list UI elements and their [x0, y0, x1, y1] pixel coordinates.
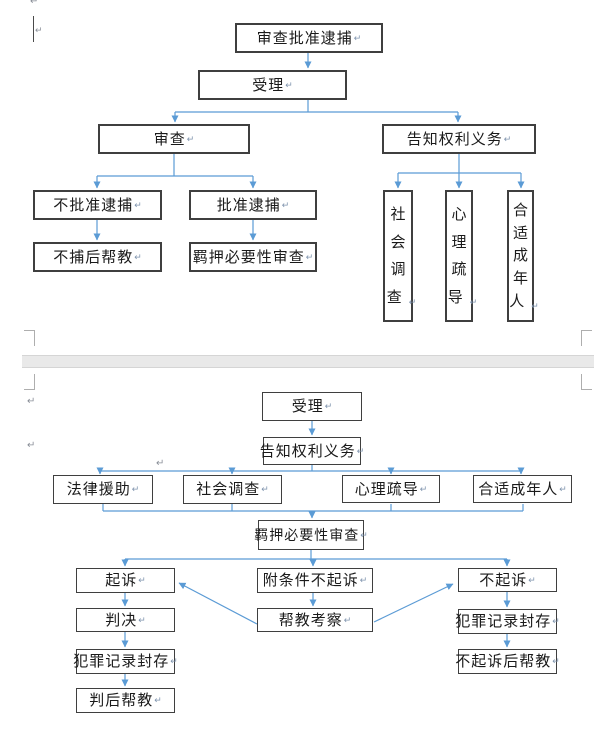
paragraph-mark-icon: ↵ — [359, 575, 368, 585]
node-no-prosecution[interactable]: 不起诉↵ — [458, 568, 557, 592]
node-label: 法律援助 — [66, 481, 131, 498]
node-criminal-record-seal-judgment[interactable]: 犯罪记录封存↵ — [73, 649, 178, 674]
paragraph-mark-icon: ↵ — [285, 79, 293, 90]
paragraph-mark-icon: ↵ — [27, 396, 36, 407]
node-label: 心理疏导 — [354, 480, 419, 498]
page-corner-mark — [581, 330, 592, 346]
node-psychological-counseling-vertical[interactable]: 心理疏导↵ — [445, 190, 477, 322]
node-review[interactable]: 审查↵ — [98, 124, 250, 154]
node-label: 受理 — [252, 76, 285, 94]
paragraph-mark-icon: ↵ — [419, 483, 428, 494]
node-judgment[interactable]: 判决↵ — [76, 608, 175, 632]
node-criminal-record-seal-no-prosecution[interactable]: 犯罪记录封存↵ — [455, 609, 560, 634]
node-label: 羁押必要性审查 — [254, 527, 360, 543]
paragraph-mark-icon: ↵ — [356, 445, 365, 456]
paragraph-mark-icon: ↵ — [281, 199, 290, 210]
node-inform-rights-2[interactable]: 告知权利义务↵ — [259, 437, 364, 465]
flow-arrow-observation-to-no-prosecution — [373, 583, 454, 623]
node-label: 受理 — [291, 398, 324, 415]
node-post-no-arrest-education[interactable]: 不捕后帮教↵ — [33, 242, 162, 272]
page-corner-mark — [24, 374, 35, 390]
node-label: 社会调查 — [196, 481, 261, 498]
flow-line — [175, 100, 458, 113]
node-accept-2[interactable]: 受理↵ — [262, 392, 362, 421]
paragraph-mark-icon: ↵ — [503, 133, 512, 144]
paragraph-mark-icon: ↵ — [30, 0, 39, 7]
text-cursor — [33, 16, 34, 42]
node-accept[interactable]: 受理↵ — [198, 70, 347, 100]
node-label: 羁押必要性审查 — [192, 248, 305, 266]
paragraph-mark-icon: ↵ — [156, 458, 165, 469]
node-inform-rights[interactable]: 告知权利义务↵ — [382, 124, 536, 154]
flow-line — [102, 504, 524, 512]
paragraph-mark-icon: ↵ — [154, 695, 162, 705]
node-detention-necessity-review[interactable]: 羁押必要性审查↵ — [189, 242, 317, 272]
node-label: 起诉 — [105, 572, 138, 589]
paragraph-mark-icon: ↵ — [131, 484, 140, 494]
paragraph-mark-icon: ↵ — [324, 401, 333, 411]
node-label: 犯罪记录封存 — [455, 613, 552, 630]
node-detention-necessity-review-2[interactable]: 羁押必要性审查↵ — [254, 520, 368, 550]
node-label: 判决 — [105, 611, 138, 629]
node-label: 帮教考察 — [278, 611, 343, 629]
page-corner-mark — [24, 330, 35, 346]
node-social-investigation-vertical[interactable]: 社会调查↵ — [383, 190, 416, 322]
paragraph-mark-icon: ↵ — [360, 529, 368, 540]
flow-line — [398, 153, 521, 174]
paragraph-mark-icon: ↵ — [559, 483, 567, 494]
node-post-no-prosecution-education[interactable]: 不起诉后帮教↵ — [455, 649, 560, 674]
paragraph-mark-icon: ↵ — [138, 614, 146, 625]
paragraph-mark-icon: ↵ — [134, 199, 142, 210]
paragraph-mark-icon: ↵ — [343, 614, 352, 625]
node-label: 不起诉 — [479, 571, 528, 589]
paragraph-mark-icon: ↵ — [134, 251, 142, 262]
node-prosecute[interactable]: 起诉↵ — [76, 568, 175, 593]
paragraph-mark-icon: ↵ — [35, 25, 43, 35]
paragraph-mark-icon: ↵ — [305, 251, 314, 262]
paragraph-mark-icon: ↵ — [408, 296, 417, 307]
node-conditional-no-prosecution[interactable]: 附条件不起诉↵ — [257, 568, 373, 593]
page-corner-mark — [581, 374, 592, 390]
node-label: 告知权利义务 — [259, 442, 356, 460]
node-label: 附条件不起诉 — [262, 572, 359, 589]
node-arrest-approval[interactable]: 批准逮捕↵ — [189, 190, 317, 220]
node-label: 合适成年人 — [478, 480, 559, 498]
paragraph-mark-icon: ↵ — [261, 484, 269, 494]
paragraph-mark-icon: ↵ — [528, 574, 536, 585]
node-label: 审查批准逮捕 — [256, 29, 353, 47]
node-label: 不批准逮捕 — [53, 196, 134, 214]
node-appropriate-adult-2[interactable]: 合适成年人↵ — [473, 475, 572, 503]
paragraph-mark-icon: ↵ — [138, 575, 146, 585]
node-post-judgment-education[interactable]: 判后帮教↵ — [76, 688, 175, 713]
node-appropriate-adult-vertical[interactable]: 合适成年人↵ — [507, 190, 539, 322]
paragraph-mark-icon: ↵ — [186, 133, 195, 144]
paragraph-mark-icon: ↵ — [353, 32, 362, 43]
node-label: 批准逮捕 — [216, 196, 281, 214]
flow-arrow-observation-to-prosecute — [178, 582, 258, 625]
node-social-investigation-2[interactable]: 社会调查↵ — [183, 475, 282, 504]
flow-line — [97, 153, 253, 177]
paragraph-mark-icon: ↵ — [552, 616, 560, 626]
node-label: 判后帮教 — [89, 692, 154, 709]
node-legal-aid[interactable]: 法律援助↵ — [53, 475, 153, 504]
node-label: 不捕后帮教 — [53, 248, 134, 266]
paragraph-mark-icon: ↵ — [170, 656, 178, 666]
paragraph-mark-icon: ↵ — [27, 440, 36, 451]
flow-line — [125, 550, 507, 560]
page-break-band[interactable] — [22, 355, 594, 368]
paragraph-mark-icon: ↵ — [531, 301, 539, 312]
paragraph-mark-icon: ↵ — [469, 296, 478, 307]
node-education-observation[interactable]: 帮教考察↵ — [257, 608, 373, 632]
node-label: 犯罪记录封存 — [73, 653, 170, 670]
node-no-arrest-approval[interactable]: 不批准逮捕↵ — [33, 190, 162, 220]
node-approve-arrest-review[interactable]: 审查批准逮捕↵ — [235, 23, 383, 53]
node-psychological-counseling-2[interactable]: 心理疏导↵ — [342, 475, 440, 503]
paragraph-mark-icon: ↵ — [552, 656, 560, 666]
node-label: 审查 — [153, 130, 186, 148]
node-label: 不起诉后帮教 — [455, 653, 552, 670]
node-label: 告知权利义务 — [406, 130, 503, 148]
